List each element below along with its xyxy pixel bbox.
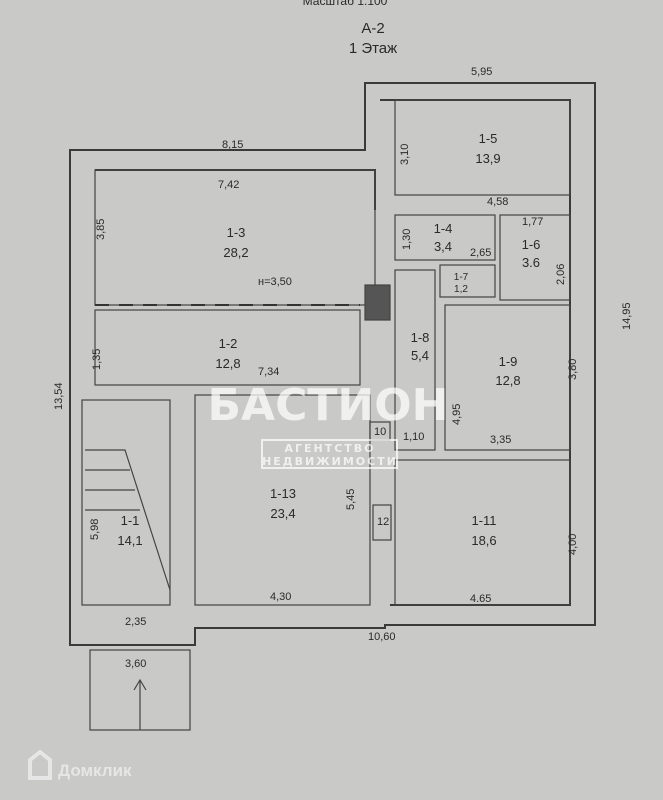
svg-text:1-9: 1-9 bbox=[499, 354, 518, 369]
room-1-8: 1-85,4 bbox=[411, 330, 430, 363]
svg-text:3,60: 3,60 bbox=[125, 658, 146, 670]
svg-text:Домклик: Домклик bbox=[58, 761, 132, 780]
svg-text:1,2: 1,2 bbox=[454, 284, 468, 295]
svg-text:н=3,50: н=3,50 bbox=[258, 276, 292, 288]
room-1-9: 1-9 12,8 bbox=[495, 354, 520, 388]
svg-text:23,4: 23,4 bbox=[270, 506, 295, 521]
svg-text:1-11: 1-11 bbox=[471, 513, 496, 528]
svg-text:3.6: 3.6 bbox=[522, 255, 540, 270]
svg-text:28,2: 28,2 bbox=[223, 245, 248, 260]
svg-text:7,42: 7,42 bbox=[218, 179, 239, 191]
svg-text:5,95: 5,95 bbox=[471, 66, 492, 78]
svg-text:12,8: 12,8 bbox=[495, 373, 520, 388]
svg-text:4,58: 4,58 bbox=[487, 196, 508, 208]
svg-text:14,1: 14,1 bbox=[117, 533, 142, 548]
scale-label: Масштаб 1:100 bbox=[303, 0, 388, 8]
domclick-logo: Домклик bbox=[28, 749, 132, 780]
svg-text:1-1: 1-1 bbox=[121, 513, 140, 528]
svg-text:10,60: 10,60 bbox=[368, 631, 396, 643]
svg-text:2,35: 2,35 bbox=[125, 616, 146, 628]
floor-label: 1 Этаж bbox=[349, 40, 397, 57]
room-1-5: 1-5 13,9 bbox=[475, 131, 500, 166]
svg-text:1,35: 1,35 bbox=[91, 349, 103, 370]
svg-text:АГЕНТСТВО: АГЕНТСТВО bbox=[284, 442, 375, 455]
svg-text:3,80: 3,80 bbox=[567, 359, 579, 380]
svg-text:НЕДВИЖИМОСТИ: НЕДВИЖИМОСТИ bbox=[262, 455, 398, 468]
svg-text:3,35: 3,35 bbox=[490, 434, 511, 446]
svg-text:4,95: 4,95 bbox=[451, 404, 463, 425]
svg-text:1-8: 1-8 bbox=[411, 330, 430, 345]
svg-text:1-6: 1-6 bbox=[522, 237, 541, 252]
room-1-7: 1-71,2 bbox=[454, 272, 469, 295]
svg-text:13,9: 13,9 bbox=[475, 151, 500, 166]
svg-text:1,30: 1,30 bbox=[401, 229, 413, 250]
svg-text:БАСТИОН: БАСТИОН bbox=[208, 380, 449, 431]
svg-text:1,10: 1,10 bbox=[403, 431, 424, 443]
svg-text:3,10: 3,10 bbox=[399, 144, 411, 165]
svg-text:5,45: 5,45 bbox=[345, 489, 357, 510]
svg-text:3,85: 3,85 bbox=[95, 219, 107, 240]
room-1-1: 1-1 14,1 bbox=[117, 513, 142, 548]
svg-text:5,98: 5,98 bbox=[89, 519, 101, 540]
interior-walls bbox=[81, 99, 571, 731]
svg-text:5,4: 5,4 bbox=[411, 348, 429, 363]
svg-text:1,77: 1,77 bbox=[522, 216, 543, 228]
svg-text:1-4: 1-4 bbox=[434, 221, 453, 236]
room-1-4: 1-43,4 bbox=[434, 221, 453, 254]
bastion-watermark: БАСТИОН АГЕНТСТВО НЕДВИЖИМОСТИ bbox=[208, 380, 449, 469]
svg-text:1-3: 1-3 bbox=[227, 225, 246, 240]
svg-text:13,54: 13,54 bbox=[53, 382, 65, 410]
svg-text:4,00: 4,00 bbox=[567, 534, 579, 555]
svg-text:10: 10 bbox=[374, 426, 386, 438]
room-1-11: 1-11 18,6 bbox=[471, 513, 496, 548]
dimension-labels: 5,95 8,15 7,42 3,10 4,58 1,77 3,85 1,30 … bbox=[53, 66, 633, 670]
building-label: А-2 bbox=[361, 20, 384, 37]
svg-text:4,30: 4,30 bbox=[270, 591, 291, 603]
svg-text:8,15: 8,15 bbox=[222, 139, 243, 151]
room-1-13: 1-13 23,4 bbox=[270, 486, 296, 521]
svg-text:7,34: 7,34 bbox=[258, 366, 279, 378]
svg-text:2,65: 2,65 bbox=[470, 247, 491, 259]
svg-text:18,6: 18,6 bbox=[471, 533, 496, 548]
room-1-6: 1-63.6 bbox=[522, 237, 541, 270]
svg-text:1-5: 1-5 bbox=[479, 131, 498, 146]
svg-text:3,4: 3,4 bbox=[434, 239, 452, 254]
room-labels: 1-114,1 1-212,8 1-328,2 1-43,4 1-513,9 1… bbox=[117, 131, 540, 548]
svg-text:1-2: 1-2 bbox=[219, 336, 238, 351]
svg-text:2,06: 2,06 bbox=[555, 264, 567, 285]
room-1-3: 1-3 28,2 bbox=[223, 225, 248, 260]
svg-text:12,8: 12,8 bbox=[215, 356, 240, 371]
svg-text:14,95: 14,95 bbox=[621, 302, 633, 330]
svg-text:4.65: 4.65 bbox=[470, 593, 491, 605]
room-1-2: 1-2 12,8 bbox=[215, 336, 240, 371]
svg-text:1-7: 1-7 bbox=[454, 272, 469, 283]
svg-text:12: 12 bbox=[377, 516, 389, 528]
svg-text:1-13: 1-13 bbox=[270, 486, 296, 501]
